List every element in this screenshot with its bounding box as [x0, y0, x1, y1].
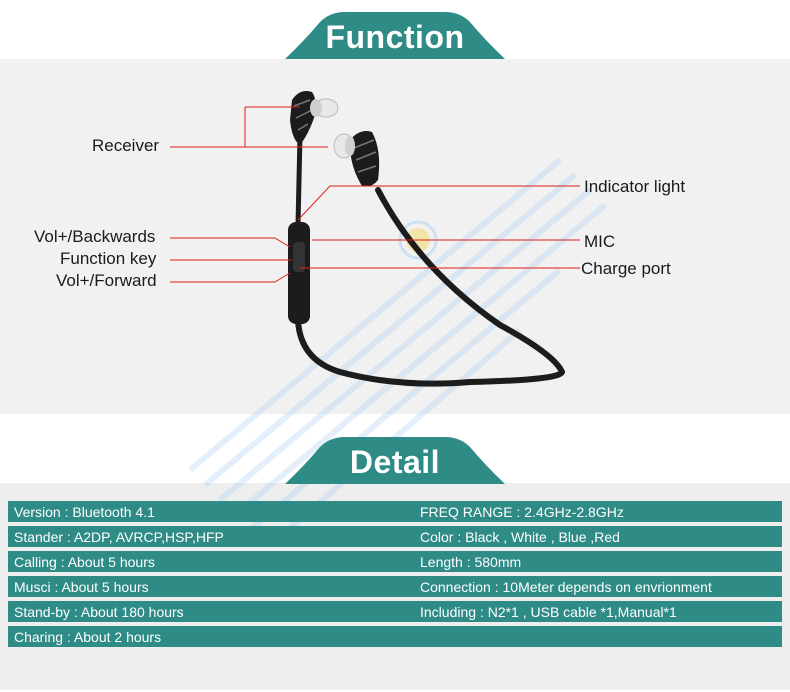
spec-row: Charing : About 2 hours [8, 626, 782, 647]
function-title: Function [325, 19, 465, 55]
spec-row: Calling : About 5 hours Length : 580mm [8, 551, 782, 572]
mic-label: MIC [584, 232, 616, 251]
header-tab-shape [285, 437, 505, 484]
function-panel [0, 59, 790, 414]
indicator-light-label: Indicator light [584, 177, 686, 196]
spec-cell: Calling : About 5 hours [8, 551, 414, 572]
vol-forward-label: Vol+/Forward [56, 271, 157, 290]
spec-cell: Color : Black , White , Blue ,Red [414, 526, 782, 547]
spec-cell: FREQ RANGE : 2.4GHz-2.8GHz [414, 501, 782, 522]
spec-row: Stander : A2DP, AVRCP,HSP,HFP Color : Bl… [8, 526, 782, 547]
spec-cell: Charing : About 2 hours [8, 626, 414, 647]
left-earbud [290, 91, 339, 145]
remote-control [288, 222, 310, 324]
spec-row: Stand-by : About 180 hours Including : N… [8, 601, 782, 622]
spec-cell: Length : 580mm [414, 551, 782, 572]
function-key-label: Function key [60, 249, 157, 268]
header-tab-shape [285, 12, 505, 59]
spec-row: Musci : About 5 hours Connection : 10Met… [8, 576, 782, 597]
function-header: Function [0, 0, 790, 60]
receiver-label: Receiver [92, 136, 160, 155]
spec-cell: Including : N2*1 , USB cable *1,Manual*1 [414, 601, 782, 622]
spec-cell [414, 626, 782, 647]
charge-port-label: Charge port [581, 259, 671, 278]
right-earbud [333, 131, 380, 187]
detail-title: Detail [349, 444, 441, 480]
earphone-diagram [170, 91, 580, 387]
spec-cell: Connection : 10Meter depends on envrionm… [414, 576, 782, 597]
detail-header: Detail [0, 425, 790, 485]
spec-table: Version : Bluetooth 4.1 FREQ RANGE : 2.4… [8, 497, 782, 651]
spec-cell: Stand-by : About 180 hours [8, 601, 414, 622]
spec-row: Version : Bluetooth 4.1 FREQ RANGE : 2.4… [8, 501, 782, 522]
spec-cell: Stander : A2DP, AVRCP,HSP,HFP [8, 526, 414, 547]
spec-cell: Version : Bluetooth 4.1 [8, 501, 414, 522]
vol-backwards-label: Vol+/Backwards [34, 227, 156, 246]
spec-cell: Musci : About 5 hours [8, 576, 414, 597]
